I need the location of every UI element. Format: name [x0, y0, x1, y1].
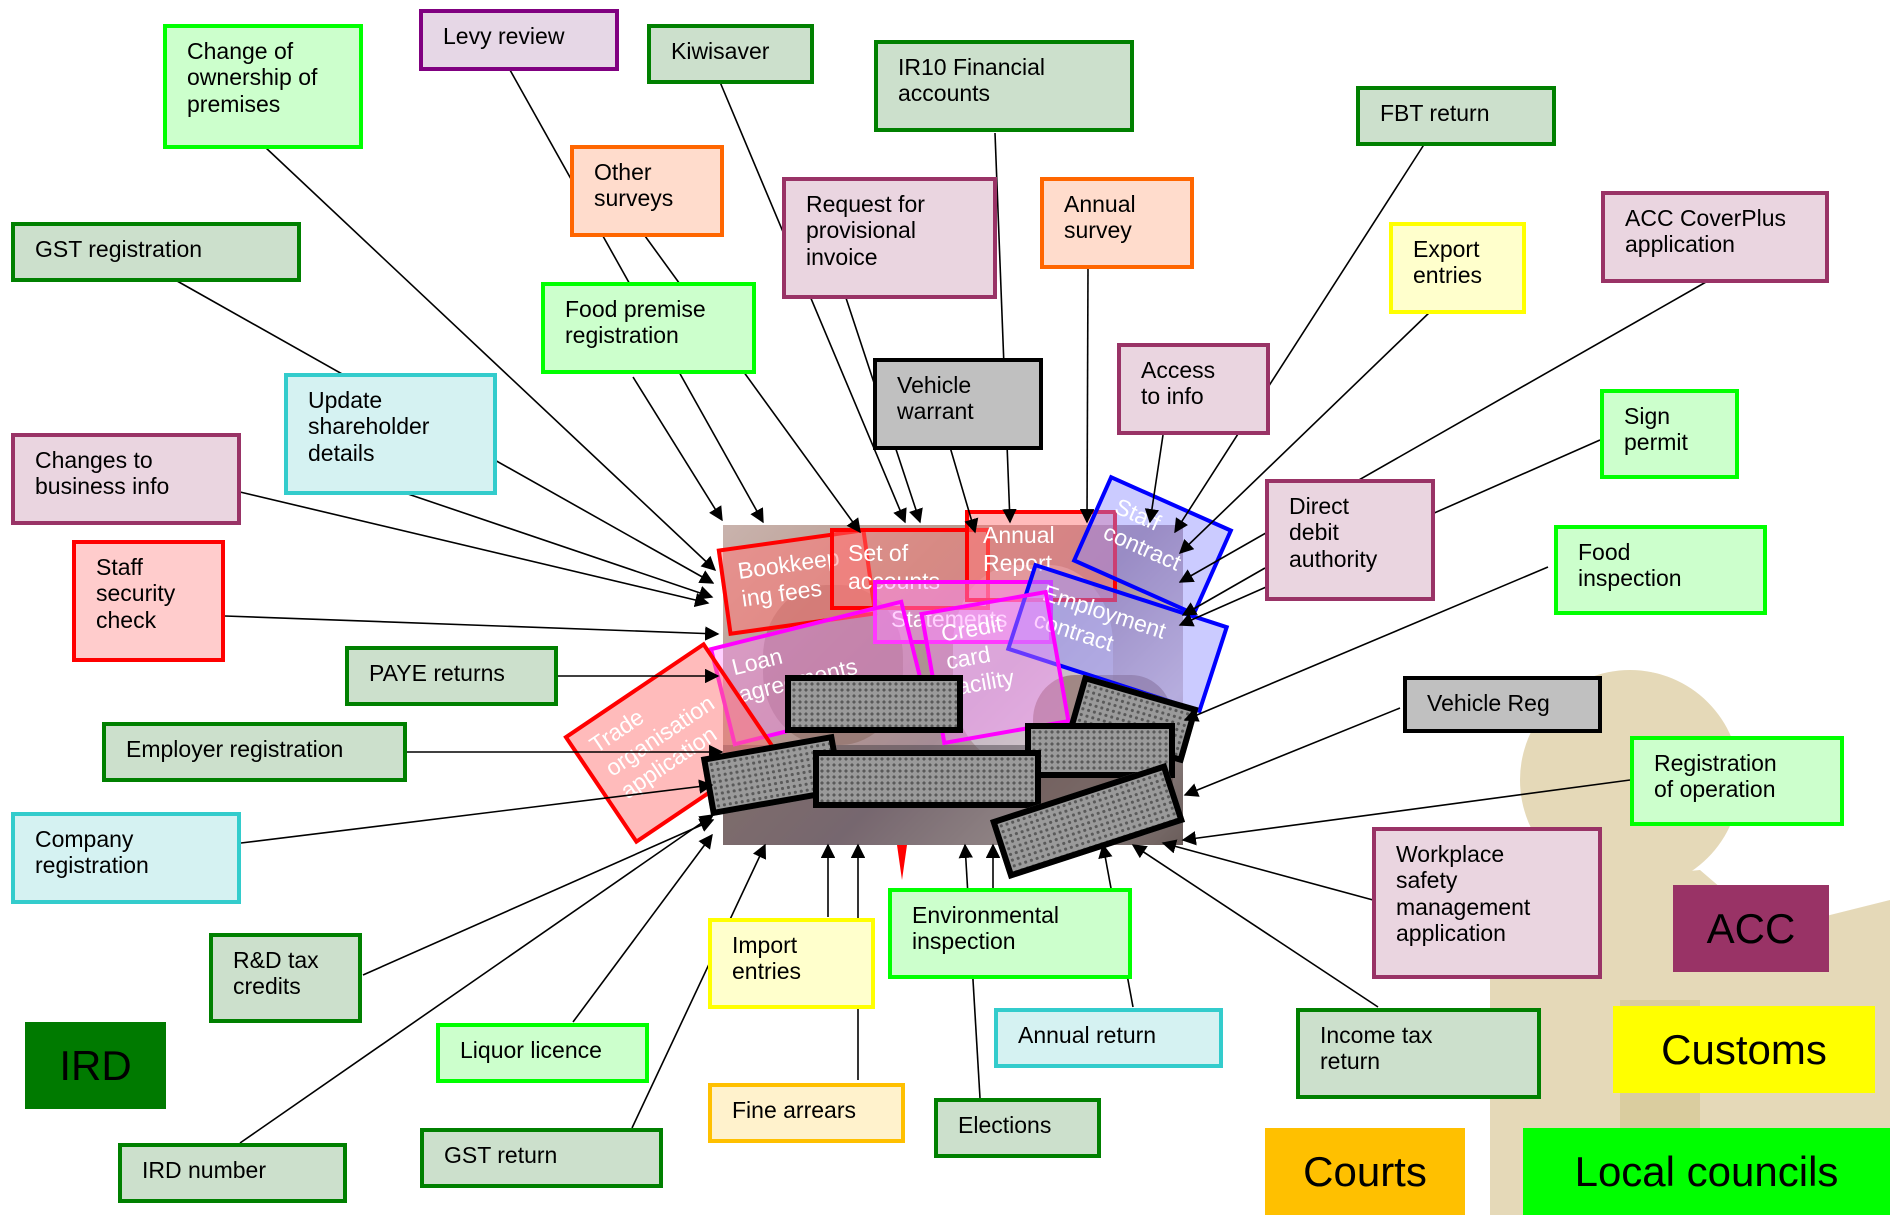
levy-review-box: Levy review — [419, 9, 619, 71]
income-tax-return-box: Income tax return — [1296, 1008, 1541, 1099]
vehicle-reg-box: Vehicle Reg — [1403, 676, 1602, 733]
food-inspection-box: Food inspection — [1554, 525, 1767, 615]
paye-returns-box: PAYE returns — [345, 646, 558, 706]
ird-legend: IRD — [25, 1022, 166, 1109]
blank-form-5 — [813, 750, 1041, 808]
ir10-financial-accounts-box: IR10 Financial accounts — [874, 40, 1134, 132]
customs-legend: Customs — [1613, 1006, 1875, 1093]
courts-legend: Courts — [1265, 1128, 1465, 1215]
change-ownership-premises-box: Change of ownership of premises — [163, 24, 363, 149]
company-registration-box: Company registration — [11, 812, 241, 904]
acc-coverplus-application-box: ACC CoverPlus application — [1601, 191, 1829, 283]
registration-of-operation-box: Registration of operation — [1630, 736, 1844, 826]
rd-tax-credits-box: R&D tax credits — [209, 933, 362, 1023]
red-arrow-icon — [897, 845, 907, 880]
food-premise-registration-box: Food premise registration — [541, 282, 756, 374]
annual-survey-box: Annual survey — [1040, 177, 1194, 269]
changes-to-business-info-box: Changes to business info — [11, 433, 241, 525]
statements-doc: Statements — [873, 580, 1053, 644]
update-shareholder-details-box: Update shareholder details — [284, 373, 497, 495]
sign-permit-box: Sign permit — [1600, 389, 1739, 479]
access-to-info-box: Access to info — [1117, 343, 1270, 435]
kiwisaver-box: Kiwisaver — [647, 24, 814, 84]
local-councils-legend: Local councils — [1523, 1128, 1890, 1215]
environmental-inspection-box: Environmental inspection — [888, 888, 1132, 979]
annual-report-doc: Annual Report — [965, 510, 1117, 602]
vehicle-warrant-box: Vehicle warrant — [873, 358, 1043, 450]
import-entries-box: Import entries — [708, 918, 875, 1009]
ird-number-box: IRD number — [118, 1143, 347, 1203]
workplace-safety-management-application-box: Workplace safety management application — [1372, 827, 1602, 979]
staff-security-check-box: Staff security check — [72, 540, 225, 662]
gst-registration-box: GST registration — [11, 222, 301, 282]
annual-return-box: Annual return — [994, 1008, 1223, 1068]
other-surveys-box: Other surveys — [570, 145, 724, 237]
direct-debit-authority-box: Direct debit authority — [1265, 479, 1435, 601]
fbt-return-box: FBT return — [1356, 86, 1556, 146]
employer-registration-box: Employer registration — [102, 722, 407, 782]
fine-arrears-box: Fine arrears — [708, 1083, 905, 1143]
gst-return-box: GST return — [420, 1128, 663, 1188]
liquor-licence-box: Liquor licence — [436, 1023, 649, 1083]
export-entries-box: Export entries — [1389, 222, 1526, 314]
request-provisional-invoice-box: Request for provisional invoice — [782, 177, 997, 299]
elections-box: Elections — [934, 1098, 1101, 1158]
blank-form-1 — [785, 675, 963, 733]
acc-legend: ACC — [1673, 885, 1829, 972]
